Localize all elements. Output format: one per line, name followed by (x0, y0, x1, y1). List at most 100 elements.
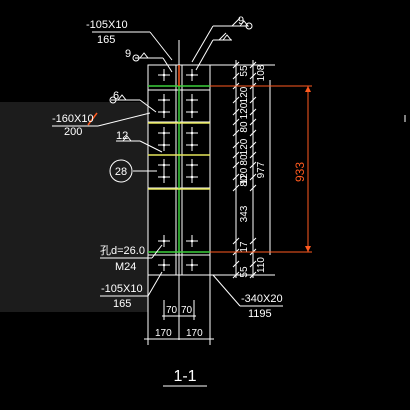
leader (191, 25, 214, 63)
bolt-icon (158, 69, 170, 81)
bolt-icon (186, 171, 198, 183)
arrow-down-icon (305, 246, 311, 252)
section-title: 1-1 (173, 368, 196, 385)
overall-dimension-value: 933 (293, 162, 307, 182)
dimension-value: 120 (239, 138, 250, 155)
dim-tick (249, 72, 257, 80)
dim-tick (232, 72, 240, 80)
bottom-dimensions (144, 275, 214, 345)
dimension-value: 108 (256, 64, 267, 81)
dim-tick (232, 141, 240, 149)
top-plate-length: 165 (97, 34, 115, 46)
arrow-up-icon (305, 86, 311, 92)
hole-spec: 孔d=26.0 (100, 244, 145, 257)
weld-flag (218, 32, 227, 41)
dimension-value: 120 (239, 86, 250, 103)
dim-tick (249, 129, 257, 137)
bottom-outer-right: 170 (186, 328, 203, 339)
side-plate-length: 200 (64, 126, 82, 138)
bolt-icon (186, 235, 198, 247)
dim-tick (249, 118, 257, 126)
overall-red-dimension (210, 85, 312, 253)
weld-size-label: 9 (238, 15, 244, 27)
leader (97, 112, 151, 127)
dim-tick (232, 173, 240, 181)
bolt-icon (158, 235, 170, 247)
bolt-icon (158, 139, 170, 151)
dim-tick (232, 260, 240, 268)
bolt-icon (186, 69, 198, 81)
bolt-icon (158, 259, 170, 271)
dimension-value: 110 (256, 257, 267, 273)
dim-tick (232, 61, 240, 69)
bolt-icon (186, 139, 198, 151)
leader (147, 271, 163, 297)
weld-circle-icon (132, 54, 140, 62)
red-slash (87, 112, 98, 126)
bolt-icon (158, 94, 170, 106)
weld-triangle-icon (221, 34, 233, 41)
flange-length: 1195 (248, 308, 272, 320)
dim-tick (249, 61, 257, 69)
dim-tick (249, 108, 257, 116)
dim-tick (249, 173, 257, 181)
side-plate-spec: -160X10 (52, 113, 94, 125)
weld-circle-icon (245, 22, 253, 30)
bolt-icon (158, 159, 170, 171)
dimension-value: 55 (239, 65, 250, 77)
top-plate-spec: -105X10 (86, 19, 128, 31)
bolt-icon (158, 106, 170, 118)
bottom-plate-spec: -105X10 (101, 283, 143, 295)
dim-tick (232, 151, 240, 159)
background-panel (0, 102, 148, 312)
bottom-outer-left: 170 (155, 328, 172, 339)
dim-tick (232, 161, 240, 169)
dim-tick (249, 151, 257, 159)
leader (149, 31, 173, 61)
leader (212, 274, 241, 307)
dim-tick (232, 271, 240, 279)
dimension-value: 80 (239, 154, 250, 166)
dim-tick (232, 184, 240, 192)
weld-triangle-icon (238, 20, 250, 27)
leader (139, 99, 157, 113)
weld-triangle-icon (116, 94, 128, 101)
dimension-value: 120 (239, 167, 250, 184)
leader (195, 39, 214, 71)
dimension-value: 55 (239, 266, 250, 278)
weld-circle-icon (109, 96, 117, 104)
bolt-icon (186, 259, 198, 271)
bolt-icon (186, 127, 198, 139)
bottom-inner-left: 70 (166, 305, 178, 316)
detail-number: 28 (115, 166, 127, 178)
dimension-value: 80 (239, 121, 250, 133)
leader (139, 140, 163, 153)
dim-tick (232, 129, 240, 137)
dim-tick (249, 271, 257, 279)
dimension-value: 120 (239, 102, 250, 119)
dimension-value: 977 (256, 161, 267, 178)
dim-tick (249, 141, 257, 149)
bottom-inner-right: 70 (181, 305, 193, 316)
detail-callout-circle (109, 159, 133, 183)
dim-tick (232, 118, 240, 126)
bolt-icon (186, 106, 198, 118)
dimension-value: 343 (239, 205, 250, 222)
bolt-icon (186, 159, 198, 171)
bolt-spec: M24 (115, 261, 136, 273)
leader (162, 57, 173, 73)
weld-triangle-icon (138, 52, 150, 59)
weld-flag (231, 17, 241, 27)
bolt-icon (158, 127, 170, 139)
dim-tick (249, 237, 257, 245)
dim-tick (249, 161, 257, 169)
weld-size-label: 6 (113, 90, 119, 102)
weld-size-label: 12 (116, 130, 128, 142)
bolt-icon (158, 171, 170, 183)
bottom-plate-length: 165 (113, 298, 131, 310)
dimension-value: 17 (239, 241, 250, 253)
bolt-icon (186, 94, 198, 106)
dim-tick (249, 96, 257, 104)
dim-tick (249, 260, 257, 268)
